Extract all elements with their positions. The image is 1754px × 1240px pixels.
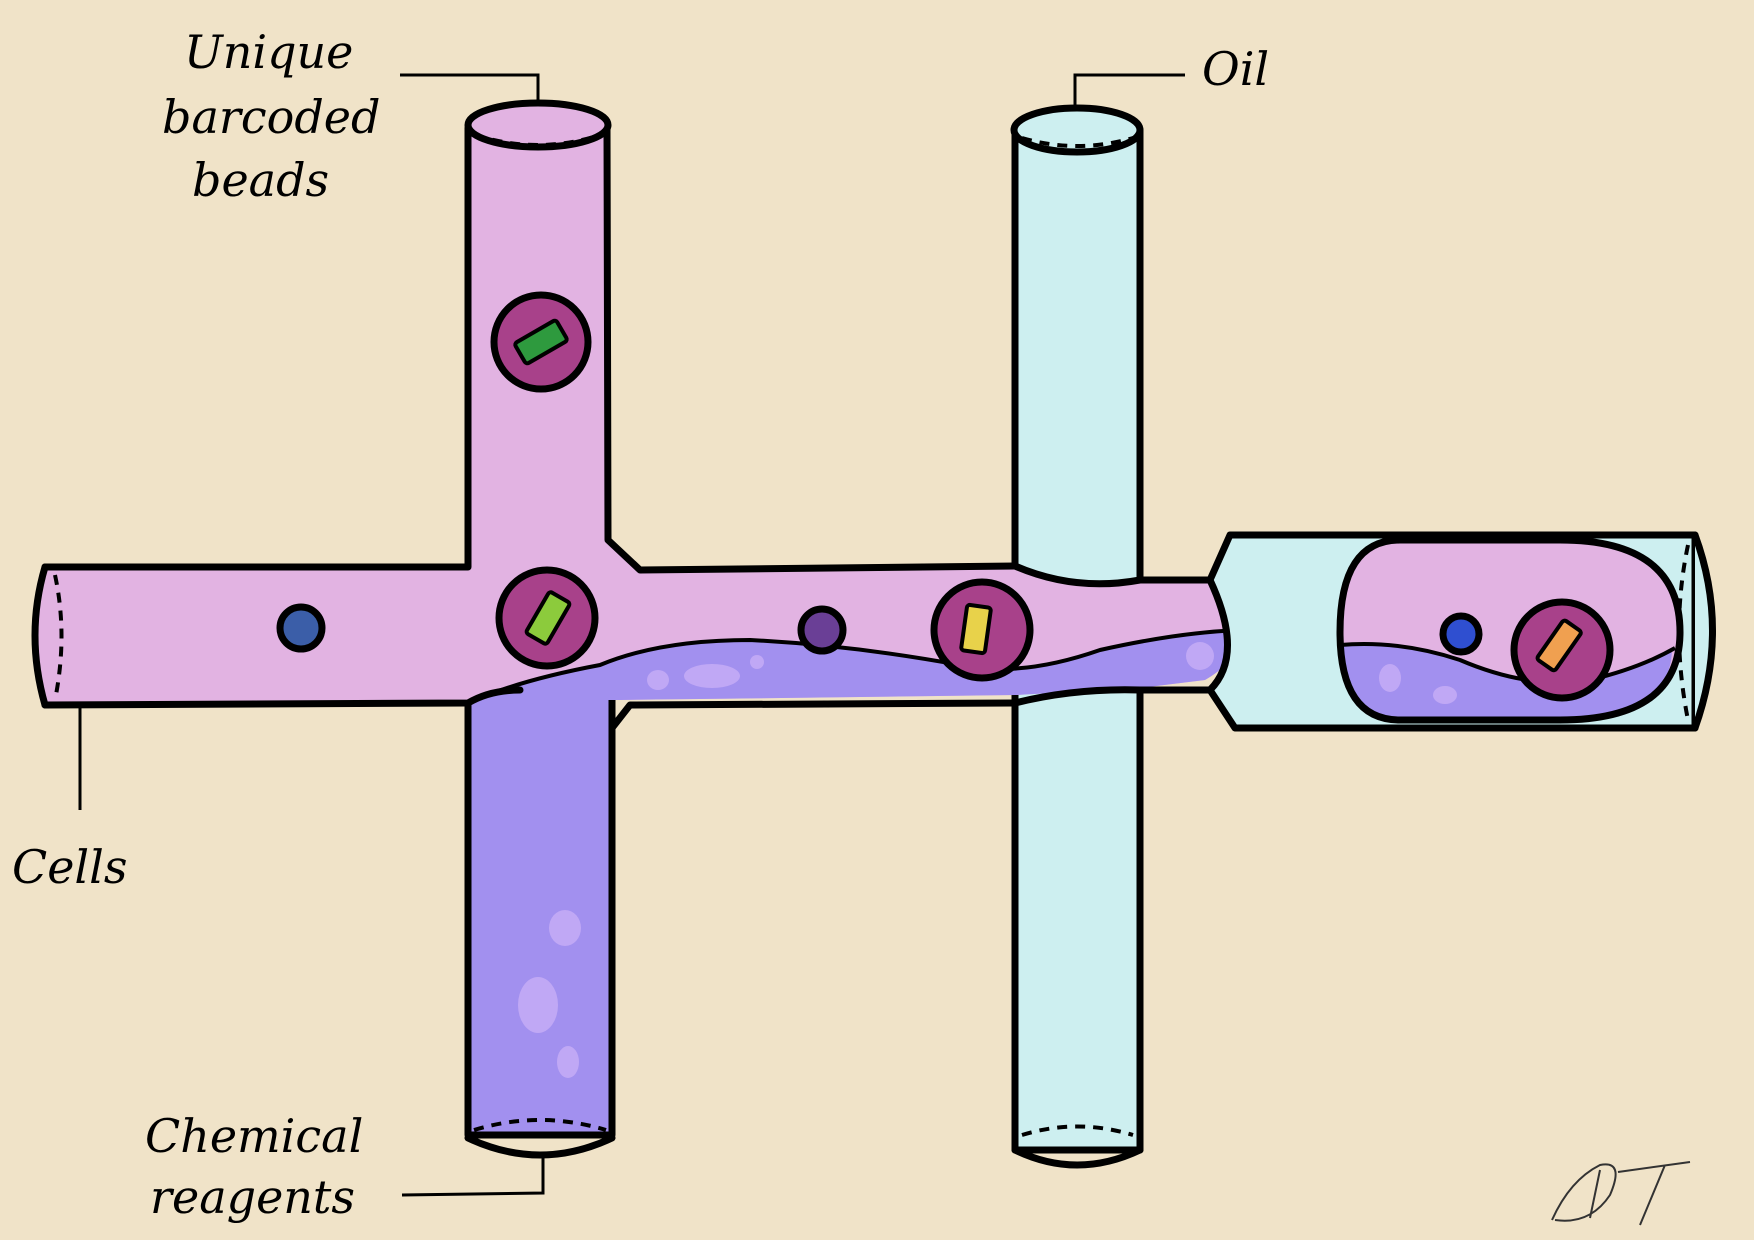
label-beads-line3: beads [192, 153, 329, 207]
bead-icon [495, 566, 599, 670]
droplet-icon [1336, 536, 1684, 724]
label-reagents-line1: Chemical [145, 1109, 363, 1163]
signature [1551, 1161, 1691, 1226]
label-reagents-line2: reagents [150, 1170, 355, 1224]
particles [276, 291, 1034, 682]
cells-channel [31, 99, 1243, 732]
cell-icon [276, 603, 326, 653]
label-beads-line1: Unique [184, 25, 353, 79]
outlet-chamber [1206, 531, 1716, 732]
labels: Unique barcoded beads Oil Cells Chemical… [12, 25, 1269, 1224]
bead-icon [490, 291, 592, 393]
barcode-icon [1535, 618, 1583, 673]
label-oil: Oil [1202, 42, 1269, 96]
cell-icon [797, 605, 847, 655]
reagent-channel [464, 686, 616, 1159]
barcode-icon [959, 602, 993, 656]
cell-icon [1439, 612, 1483, 656]
label-cells: Cells [12, 840, 127, 894]
barcode-icon [513, 318, 569, 366]
label-beads-line2: barcoded [162, 90, 380, 144]
bead-icon [930, 578, 1034, 682]
barcode-icon [524, 590, 572, 646]
